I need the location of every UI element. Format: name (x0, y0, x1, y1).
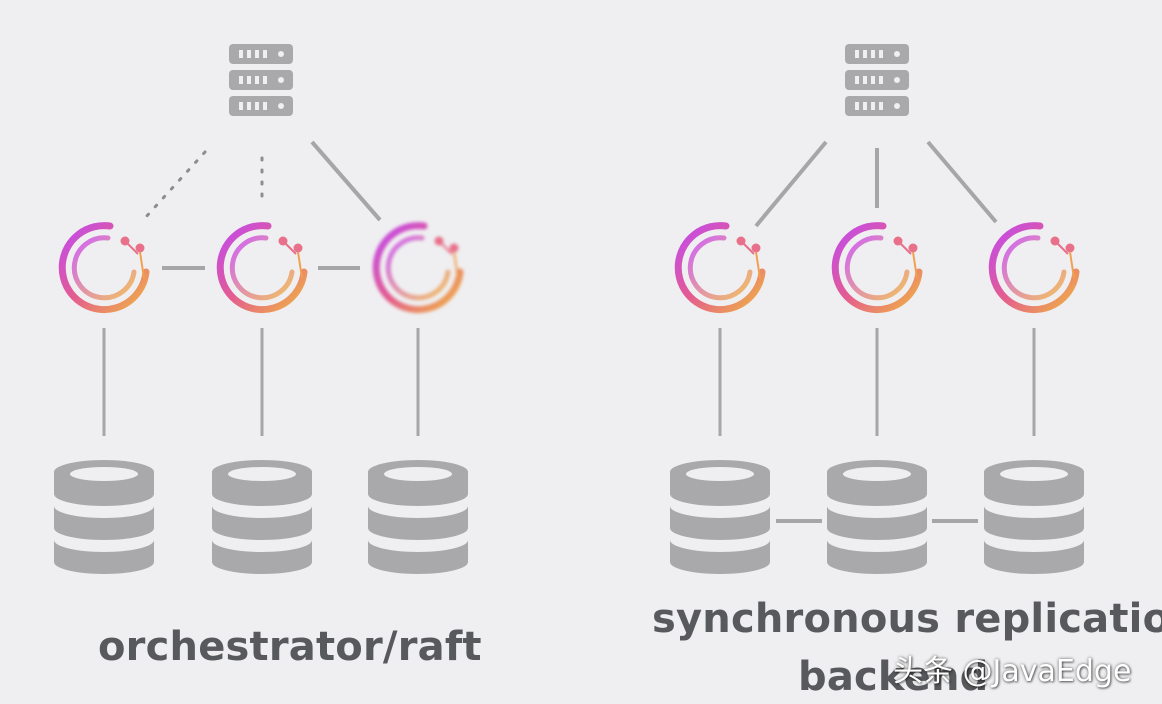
database-icon (984, 460, 1084, 574)
orchestrator-ring-icon (62, 226, 146, 310)
database-icon (54, 460, 154, 574)
right-diagram (670, 44, 1084, 574)
server-rack-icon (845, 44, 909, 116)
orchestrator-ring-icon (835, 226, 919, 310)
left-caption: orchestrator/raft (98, 624, 482, 670)
database-icon (368, 460, 468, 574)
right-caption-line2: backend (798, 654, 989, 700)
orchestrator-ring-icon (678, 226, 762, 310)
server-link (926, 140, 998, 224)
watermark: 头条 @JavaEdge (893, 654, 1132, 689)
database-icon (670, 460, 770, 574)
dotted-link (143, 150, 207, 220)
leader-link (310, 140, 382, 222)
orchestrator-ring-icon (220, 226, 304, 310)
server-rack-icon (229, 44, 293, 116)
database-icon (212, 460, 312, 574)
server-link (754, 140, 828, 228)
orchestrator-ring-icon-leader (376, 226, 460, 310)
database-icon (827, 460, 927, 574)
orchestrator-ring-icon (992, 226, 1076, 310)
right-caption-line1: synchronous replication (652, 596, 1162, 642)
left-diagram (54, 44, 468, 574)
